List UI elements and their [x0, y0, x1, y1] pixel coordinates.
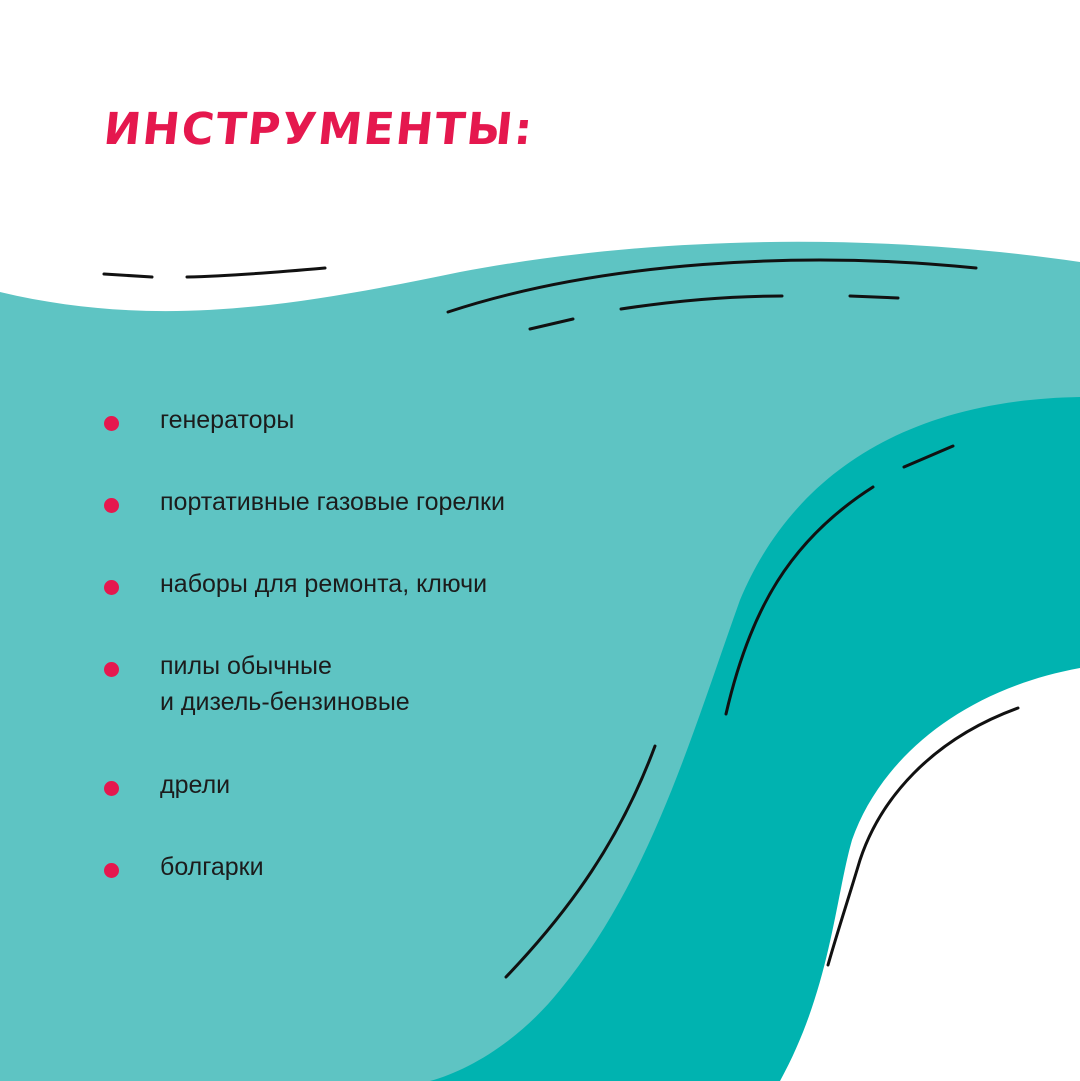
stroke-dash-2: [619, 294, 784, 311]
bullet-dot-icon: [104, 498, 119, 513]
bullet-dot-icon: [104, 863, 119, 878]
list-item-label: болгарки: [160, 853, 264, 881]
list-item-label: генераторы: [160, 406, 295, 434]
stroke-curve-right: [826, 706, 1020, 967]
stroke-curve-mid: [724, 485, 875, 716]
bullet-dot-icon: [104, 781, 119, 796]
list-item-label: портативные газовые горелки: [160, 488, 505, 516]
stroke-dash-1: [528, 317, 575, 331]
bullet-dot-icon: [104, 662, 119, 677]
bullet-dot-icon: [104, 580, 119, 595]
stroke-top-left-2: [185, 266, 327, 279]
stroke-top-left-1: [102, 272, 154, 279]
decorative-strokes: [102, 258, 1020, 979]
list-item-label: пилы обычные и дизель-бензиновые: [160, 652, 410, 716]
white-wedge: [780, 668, 1080, 1081]
bullet-dot-icon: [104, 416, 119, 431]
stroke-curve-low: [504, 744, 657, 979]
stroke-top-long: [446, 258, 978, 314]
stroke-curve-top: [902, 444, 955, 469]
page-title: Инструменты:: [101, 104, 537, 155]
stroke-dash-3: [848, 294, 900, 300]
list-item-label: дрели: [160, 771, 231, 799]
list-item-label: наборы для ремонта, ключи: [160, 570, 488, 598]
